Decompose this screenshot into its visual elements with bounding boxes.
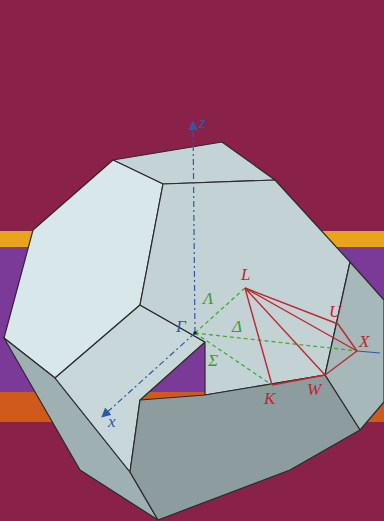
point-label: Λ [203, 290, 213, 307]
point-label: Σ [208, 352, 218, 369]
point-label: K [264, 390, 275, 407]
point-label: Δ [232, 318, 242, 335]
point-label: U [329, 303, 341, 320]
point-label: X [359, 333, 369, 350]
point-label: x [108, 413, 116, 430]
point-label: L [241, 266, 250, 283]
point-label: Γ [176, 318, 186, 335]
point-label: W [307, 381, 321, 398]
point-label: z [199, 114, 206, 131]
